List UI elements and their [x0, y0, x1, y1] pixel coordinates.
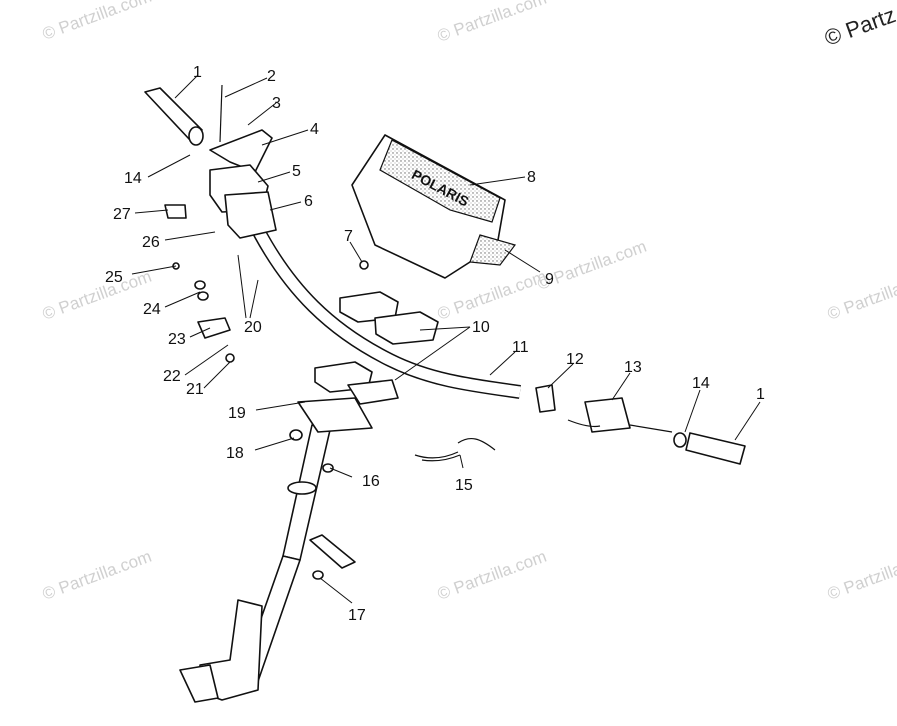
callout-2: 2	[267, 68, 276, 85]
watermark-layer: © Partzilla.com © Partzilla.com © Partzi…	[40, 0, 897, 604]
left-control-assembly	[144, 84, 277, 363]
nut-18	[289, 429, 303, 441]
callout-10: 10	[472, 319, 490, 336]
callout-14-left: 14	[124, 170, 142, 187]
callout-1: 1	[193, 64, 202, 81]
screw-7	[359, 260, 369, 270]
bolt-16	[322, 463, 334, 473]
watermark: © Partzilla.com	[825, 267, 897, 324]
watermark: © Partzilla.com	[40, 267, 154, 324]
callout-7: 7	[344, 228, 353, 245]
callout-18: 18	[226, 445, 244, 462]
copyright-corner: © Partz	[821, 2, 897, 51]
callout-22: 22	[163, 368, 181, 385]
callout-11: 11	[512, 339, 529, 356]
steering-post	[179, 424, 331, 703]
watermark: © Partzilla.com	[435, 0, 549, 46]
callout-19: 19	[228, 405, 246, 422]
callout-labels: 1 2 3 4 5 6 7 8 9 10 11 12 13 14 1 14 15…	[105, 64, 765, 624]
callout-26: 26	[142, 234, 160, 251]
callout-24: 24	[143, 301, 161, 318]
handlebar-clamps	[314, 291, 439, 405]
sleeve	[309, 534, 356, 569]
watermark: © Partzilla.com	[40, 0, 154, 44]
watermark: © Partzilla.com	[435, 547, 549, 604]
callout-15: 15	[455, 477, 473, 494]
watermark: © Partzilla.com	[435, 267, 549, 324]
callout-23: 23	[168, 331, 186, 348]
right-control-assembly	[535, 384, 746, 465]
callout-8: 8	[527, 169, 536, 186]
watermark: © Partzilla.com	[825, 547, 897, 604]
callout-5: 5	[292, 163, 301, 180]
callout-9: 9	[545, 271, 554, 288]
callout-3: 3	[272, 95, 281, 112]
callout-4: 4	[310, 121, 319, 138]
callout-20: 20	[244, 319, 262, 336]
callout-27: 27	[113, 206, 131, 223]
hood-panel: POLARIS	[351, 134, 517, 279]
leader-lines	[131, 74, 761, 604]
watermark: © Partzilla.com	[40, 547, 154, 604]
nut-17	[312, 570, 324, 580]
callout-13: 13	[624, 359, 642, 376]
callout-17: 17	[348, 607, 366, 624]
callout-14-right: 14	[692, 375, 710, 392]
callout-25: 25	[105, 269, 123, 286]
throttle-cable	[414, 437, 496, 462]
callout-21: 21	[186, 381, 204, 398]
steering-bracket	[297, 397, 373, 433]
callout-12: 12	[566, 351, 584, 368]
callout-16: 16	[362, 473, 380, 490]
callout-1-right: 1	[756, 386, 765, 403]
callout-6: 6	[304, 193, 313, 210]
